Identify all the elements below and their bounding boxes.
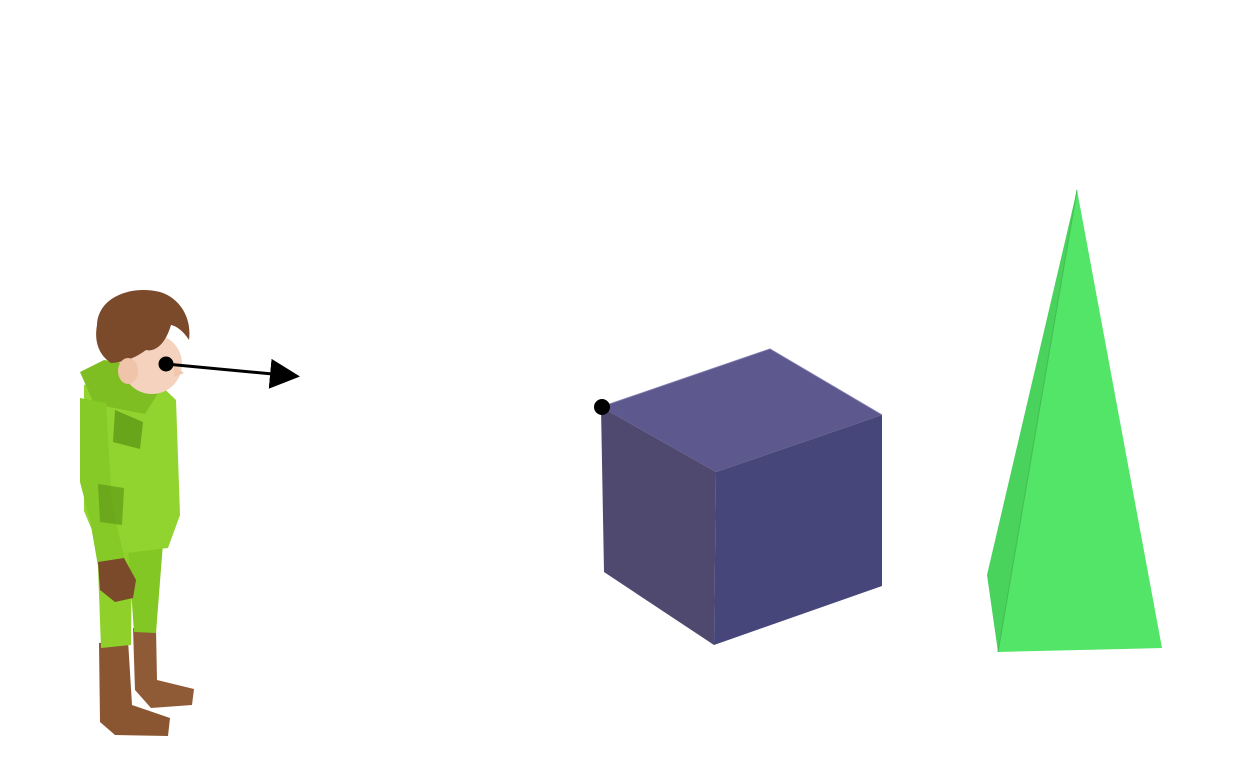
cube-right-face: [714, 415, 882, 645]
left-boot: [99, 640, 170, 736]
pyramid-edge: [997, 189, 1078, 653]
right-leg: [127, 530, 164, 633]
marker-dot: [594, 399, 610, 415]
suit-stripe: [113, 410, 143, 449]
glove: [98, 558, 136, 602]
right-boot: [133, 628, 194, 708]
gaze-arrow: [165, 358, 300, 389]
hair: [96, 290, 190, 363]
character-figure: [80, 290, 194, 736]
pyramid-front-face: [998, 190, 1162, 652]
suit-stripe-2: [98, 484, 124, 525]
pyramid-left-face: [987, 190, 1077, 652]
arm: [80, 398, 125, 566]
cube-top-edge: [600, 348, 883, 416]
cube-left-face: [601, 407, 716, 645]
cube-top-face: [601, 349, 882, 472]
pyramid: [987, 189, 1162, 653]
nose: [174, 366, 184, 377]
ear: [118, 358, 138, 384]
cube: [600, 348, 883, 645]
